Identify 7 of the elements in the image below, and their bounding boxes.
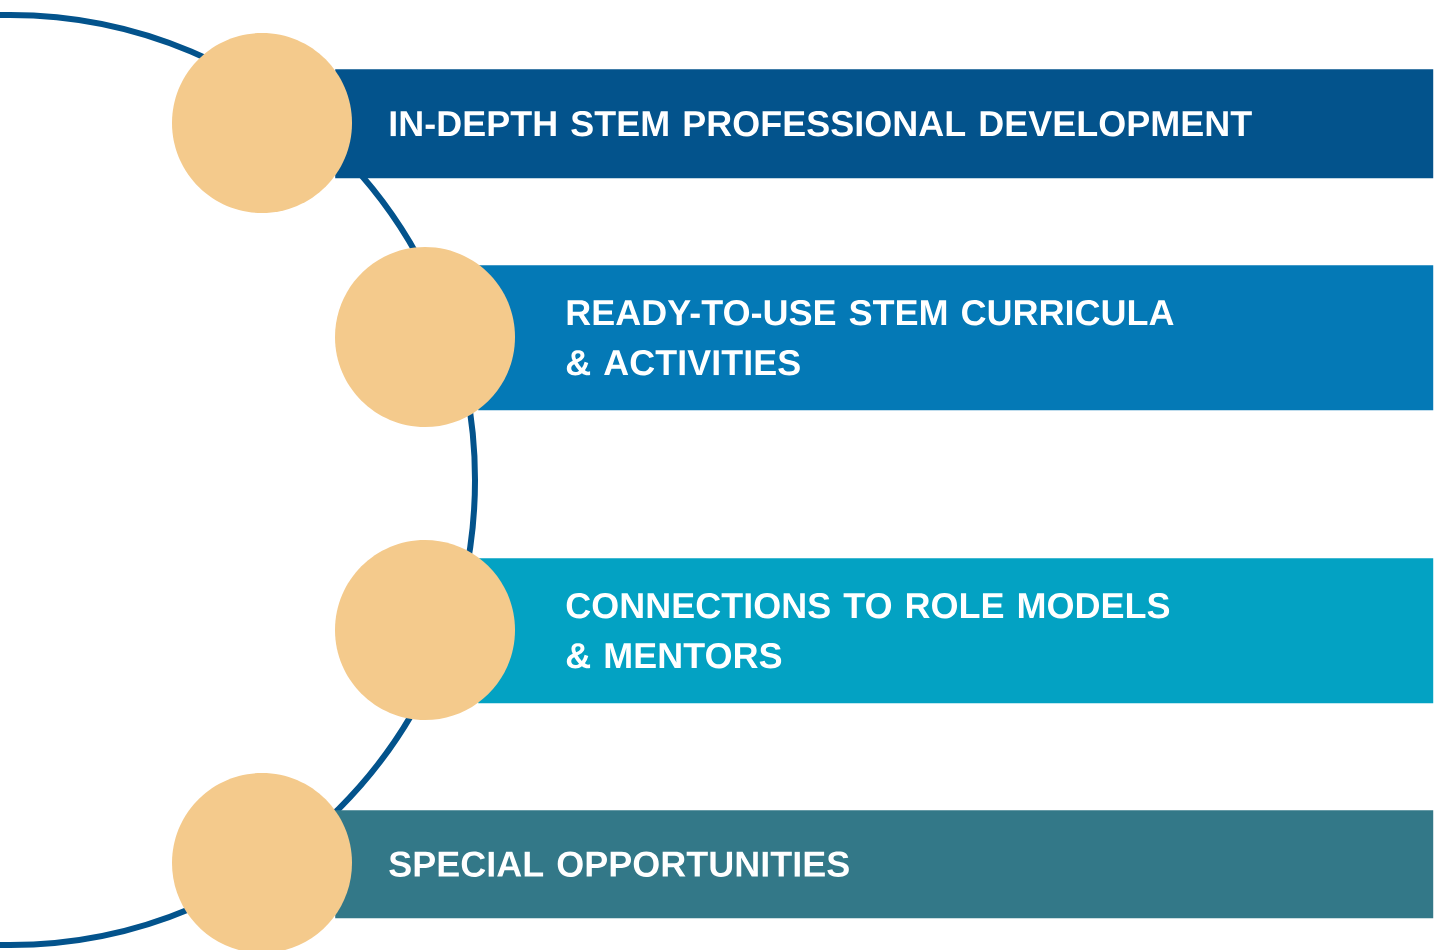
circle-marker [335,540,515,720]
banner-band: READY-TO-USE STEM CURRICULA & ACTIVITIES [478,265,1434,411]
circle-marker [172,33,352,213]
banner-band: IN-DEPTH STEM PROFESSIONAL DEVELOPMENT [335,69,1434,179]
banner-band: SPECIAL OPPORTUNITIES [335,810,1434,919]
circle-marker [335,247,515,427]
banner-band: CONNECTIONS TO ROLE MODELS & MENTORS [478,558,1434,704]
